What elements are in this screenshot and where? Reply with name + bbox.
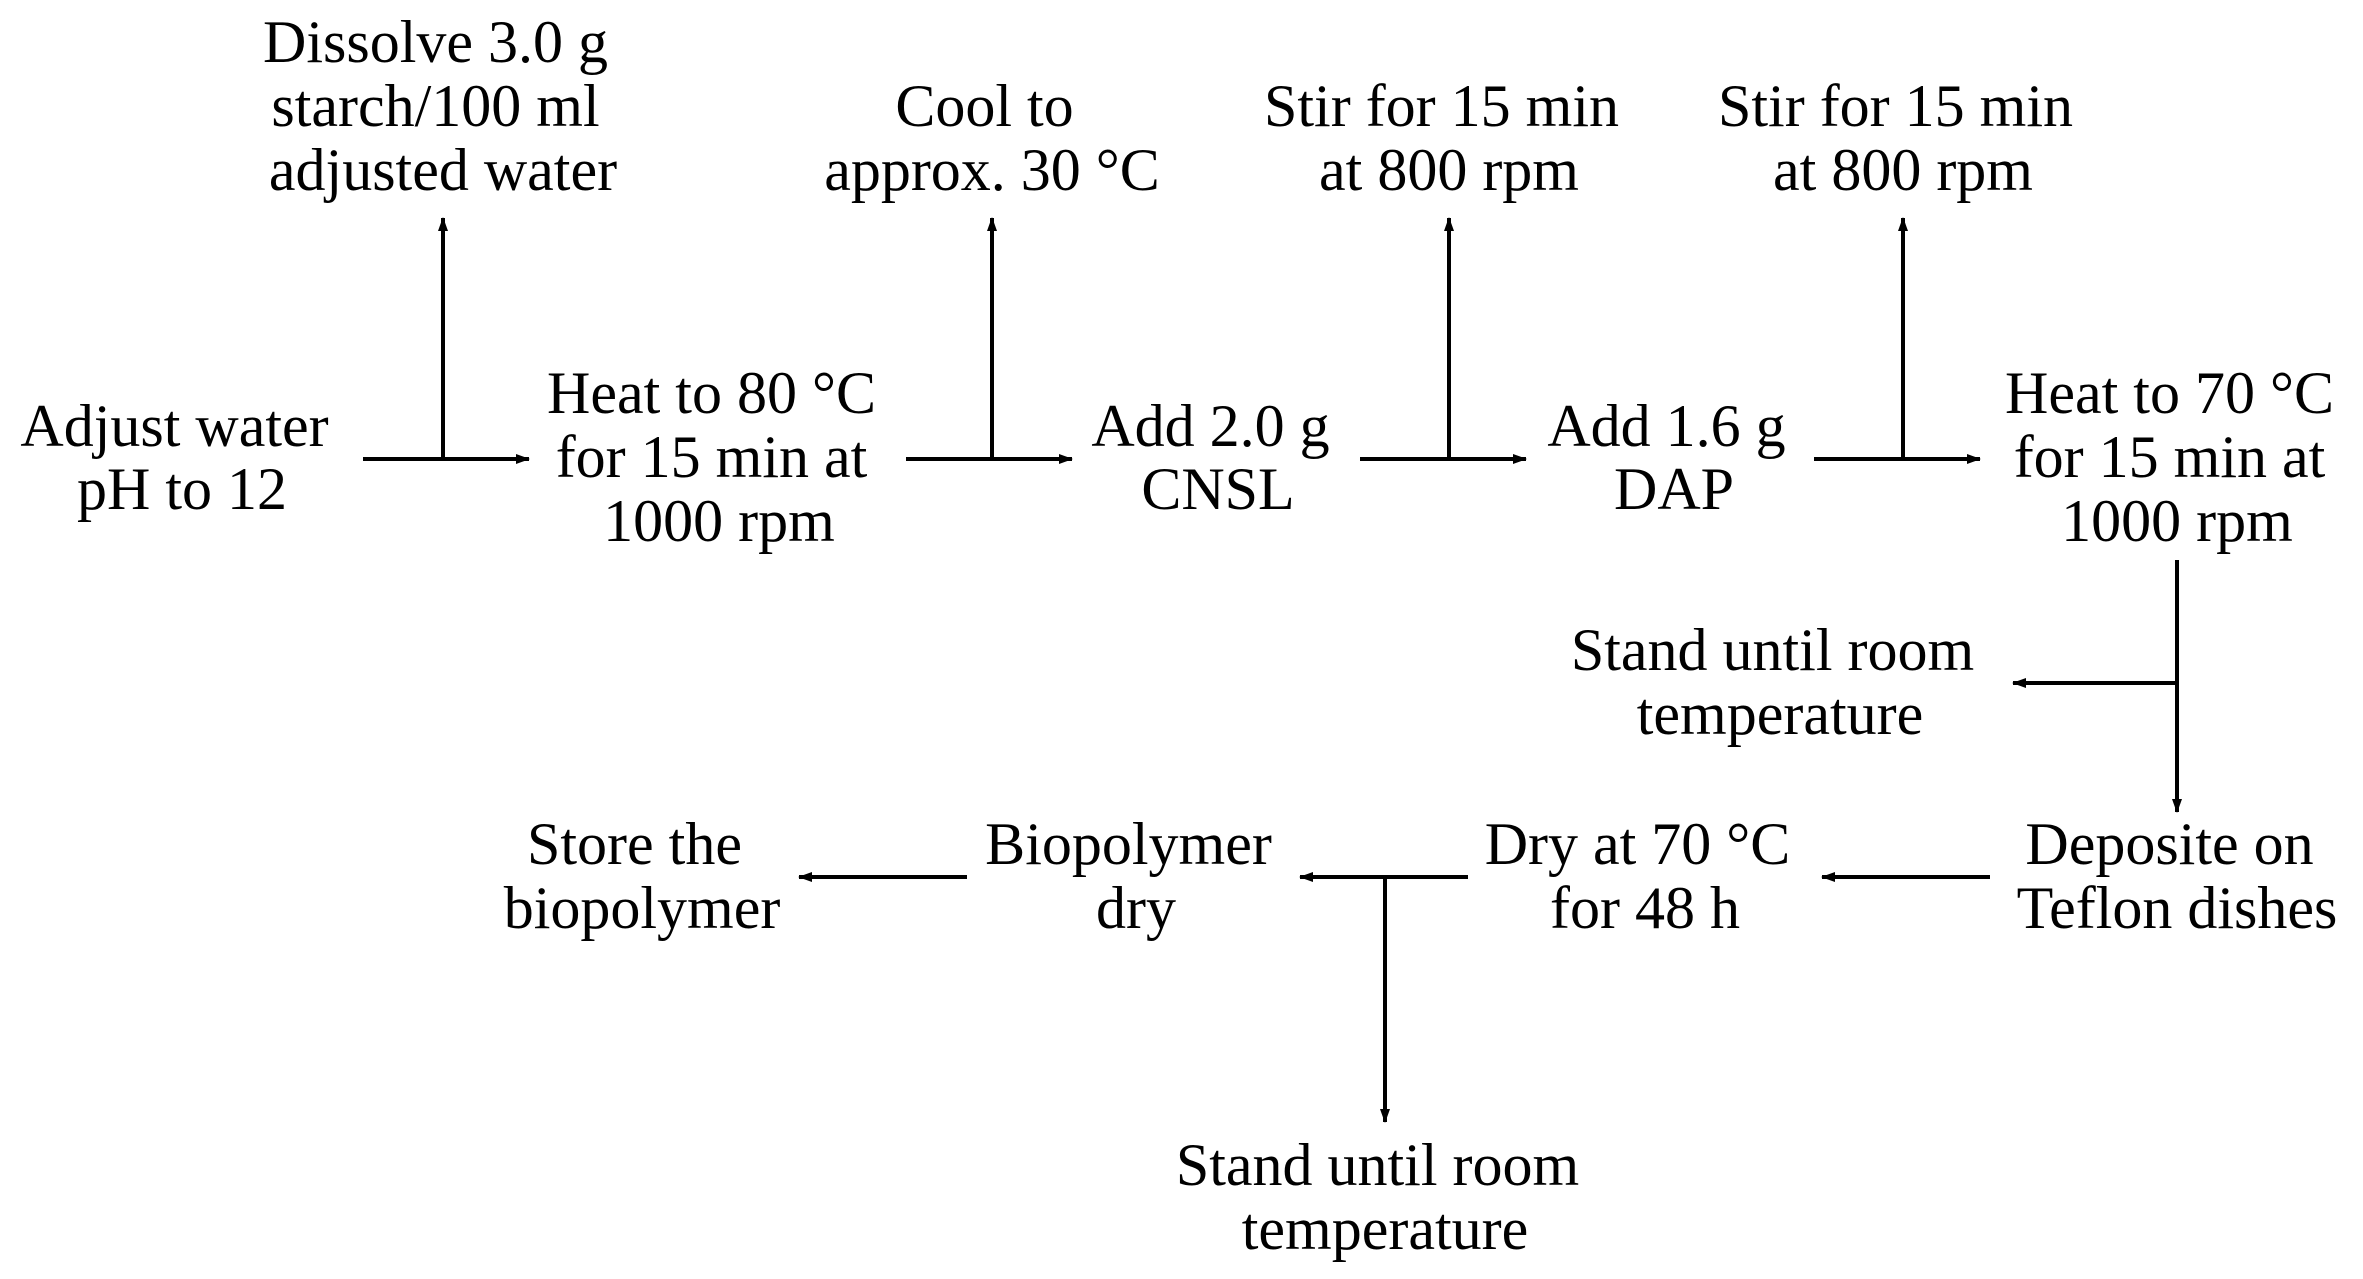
node-stand-room-2: Stand until room temperature bbox=[1176, 1132, 1594, 1262]
node-dry-70: Dry at 70 °C for 48 h bbox=[1485, 811, 1806, 941]
nodes: Adjust water pH to 12 Dissolve 3.0 g sta… bbox=[20, 9, 2349, 1262]
node-heat-70: Heat to 70 °C for 15 min at 1000 rpm bbox=[2005, 360, 2349, 554]
node-adjust-water: Adjust water pH to 12 bbox=[20, 393, 343, 522]
node-stir-2: Stir for 15 min at 800 rpm bbox=[1718, 73, 2088, 203]
node-cool-30: Cool to approx. 30 °C bbox=[824, 73, 1160, 203]
connectors bbox=[363, 217, 2182, 1123]
node-add-dap: Add 1.6 g DAP bbox=[1547, 393, 1800, 522]
node-stand-room-1: Stand until room temperature bbox=[1571, 617, 1989, 747]
node-stir-1: Stir for 15 min at 800 rpm bbox=[1264, 73, 1634, 203]
node-deposit-teflon: Deposite on Teflon dishes bbox=[2017, 811, 2338, 941]
node-dissolve-starch: Dissolve 3.0 g starch/100 ml adjusted wa… bbox=[263, 9, 623, 203]
node-add-cnsl: Add 2.0 g CNSL bbox=[1091, 393, 1344, 522]
node-biopolymer-dry: Biopolymer dry bbox=[985, 811, 1287, 941]
node-heat-80: Heat to 80 °C for 15 min at 1000 rpm bbox=[547, 360, 891, 554]
node-store-biopolymer: Store the biopolymer bbox=[504, 811, 781, 941]
